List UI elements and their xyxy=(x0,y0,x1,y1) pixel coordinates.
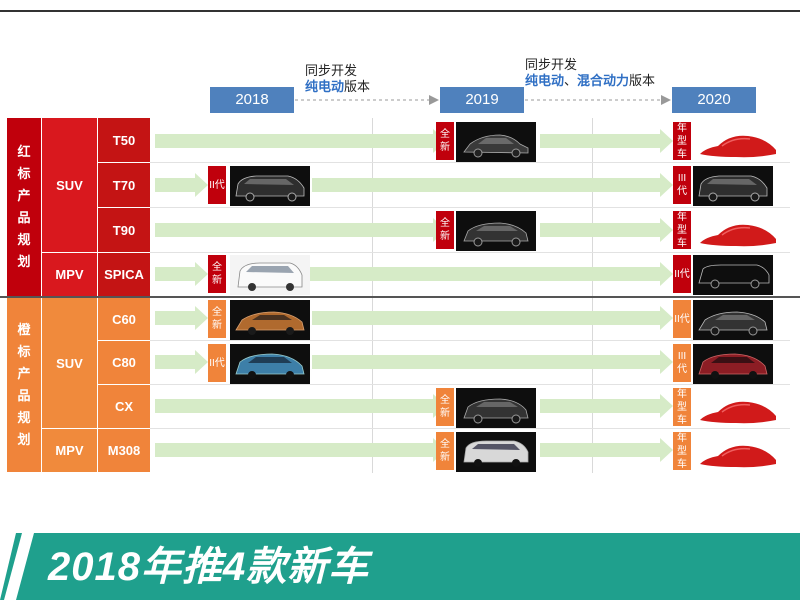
model-t90: T90 xyxy=(98,208,150,252)
grid-hline xyxy=(150,340,790,341)
model-c80: C80 xyxy=(98,341,150,384)
bar-cx-b xyxy=(540,394,673,418)
banner-stripe-decoration xyxy=(0,533,34,600)
bar-t50-a xyxy=(155,129,446,153)
dev-note-line1: 同步开发 xyxy=(305,63,358,78)
bar-c60-a xyxy=(155,306,208,330)
bar-t70-a xyxy=(155,173,208,197)
dev-note-2018-2019: 同步开发 纯电动版本 xyxy=(305,63,370,95)
bar-c80-a xyxy=(155,350,208,374)
group-orange-label-text: 橙标产品规划 xyxy=(17,322,31,447)
year-2018: 2018 xyxy=(210,87,294,113)
dev-note-highlight: 纯电动 xyxy=(305,79,345,94)
car-photo-t70-2018 xyxy=(230,166,310,206)
grid-hline xyxy=(150,162,790,163)
car-photo-t90-2019 xyxy=(456,211,536,251)
bar-t50-b xyxy=(540,129,673,153)
car-photo-spica-2020 xyxy=(693,255,773,295)
tag-t70-2018: II代 xyxy=(208,166,226,204)
dev-note-highlight-1: 纯电动 xyxy=(525,73,565,88)
tag-spica-2020: II代 xyxy=(673,255,691,293)
tag-cx-2019: 全新 xyxy=(436,388,454,426)
category-orange-suv: SUV xyxy=(42,298,97,428)
dev-note-separator: 、 xyxy=(564,73,578,88)
timeline-arrow-2018-2019 xyxy=(295,95,439,105)
timeline-arrow-2019-2020 xyxy=(525,95,671,105)
grid-vline xyxy=(372,118,373,473)
tag-c60-2018: 全新 xyxy=(208,300,226,338)
grid-hline xyxy=(150,428,790,429)
grid-vline xyxy=(592,118,593,473)
tag-t90-2019: 全新 xyxy=(436,211,454,249)
group-red-label-text: 红标产品规划 xyxy=(17,144,31,269)
group-red-label: 红标产品规划 xyxy=(7,118,41,296)
red-cover-car-m308 xyxy=(696,434,780,474)
red-cover-car-t90 xyxy=(696,213,780,253)
tag-t50-2019: 全新 xyxy=(436,122,454,160)
tag-c60-2020: II代 xyxy=(673,300,691,338)
tag-m308-2019: 全新 xyxy=(436,432,454,470)
category-red-suv: SUV xyxy=(42,118,97,252)
grid-hline xyxy=(150,207,790,208)
model-m308: M308 xyxy=(98,429,150,472)
tag-m308-2020: 年型车 xyxy=(673,432,691,470)
car-photo-c80-2018 xyxy=(230,344,310,384)
model-t70: T70 xyxy=(98,163,150,207)
bar-t70-b xyxy=(312,173,673,197)
bar-spica-a xyxy=(155,262,208,286)
red-cover-car-cx xyxy=(696,390,780,430)
model-t50: T50 xyxy=(98,118,150,162)
car-photo-t50-2019 xyxy=(456,122,536,162)
grid-hline xyxy=(150,252,790,253)
bar-c60-b xyxy=(312,306,673,330)
dev-note-line1: 同步开发 xyxy=(525,57,578,72)
tag-cx-2020: 年型车 xyxy=(673,388,691,426)
bar-cx-a xyxy=(155,394,446,418)
car-photo-spica-2018 xyxy=(230,255,310,295)
dev-note-suffix: 版本 xyxy=(344,79,371,94)
tag-c80-2020: III代 xyxy=(673,344,691,382)
red-cover-car-t50 xyxy=(696,124,780,164)
model-cx: CX xyxy=(98,385,150,428)
car-photo-c60-2018 xyxy=(230,300,310,340)
dev-note-2019-2020: 同步开发 纯电动、混合动力版本 xyxy=(525,57,655,89)
bar-t90-b xyxy=(540,218,673,242)
bar-c80-b xyxy=(312,350,673,374)
category-red-mpv: MPV xyxy=(42,253,97,296)
bar-m308-b xyxy=(540,438,673,462)
car-photo-m308-2019 xyxy=(456,432,536,472)
year-2019: 2019 xyxy=(440,87,524,113)
bar-spica-b xyxy=(290,262,673,286)
car-photo-cx-2019 xyxy=(456,388,536,428)
banner-title: 2018年推4款新车 xyxy=(48,545,370,589)
tag-t50-2020: 年型车 xyxy=(673,122,691,160)
title-banner xyxy=(0,533,800,600)
bar-t90-a xyxy=(155,218,446,242)
tag-spica-2018: 全新 xyxy=(208,255,226,293)
group-divider xyxy=(0,296,800,298)
tag-t70-2020: III代 xyxy=(673,166,691,204)
dev-note-suffix: 版本 xyxy=(629,73,656,88)
grid-hline xyxy=(150,384,790,385)
year-2020: 2020 xyxy=(672,87,756,113)
car-photo-c80-2020 xyxy=(693,344,773,384)
category-orange-mpv: MPV xyxy=(42,429,97,472)
car-photo-c60-2020 xyxy=(693,300,773,340)
group-orange-label: 橙标产品规划 xyxy=(7,298,41,472)
tag-t90-2020: 年型车 xyxy=(673,211,691,249)
tag-c80-2018: II代 xyxy=(208,344,226,382)
bar-m308-a xyxy=(155,438,446,462)
dev-note-highlight-2: 混合动力 xyxy=(577,73,630,88)
model-spica: SPICA xyxy=(98,253,150,296)
top-rule xyxy=(0,10,800,12)
model-c60: C60 xyxy=(98,298,150,340)
car-photo-t70-2020 xyxy=(693,166,773,206)
